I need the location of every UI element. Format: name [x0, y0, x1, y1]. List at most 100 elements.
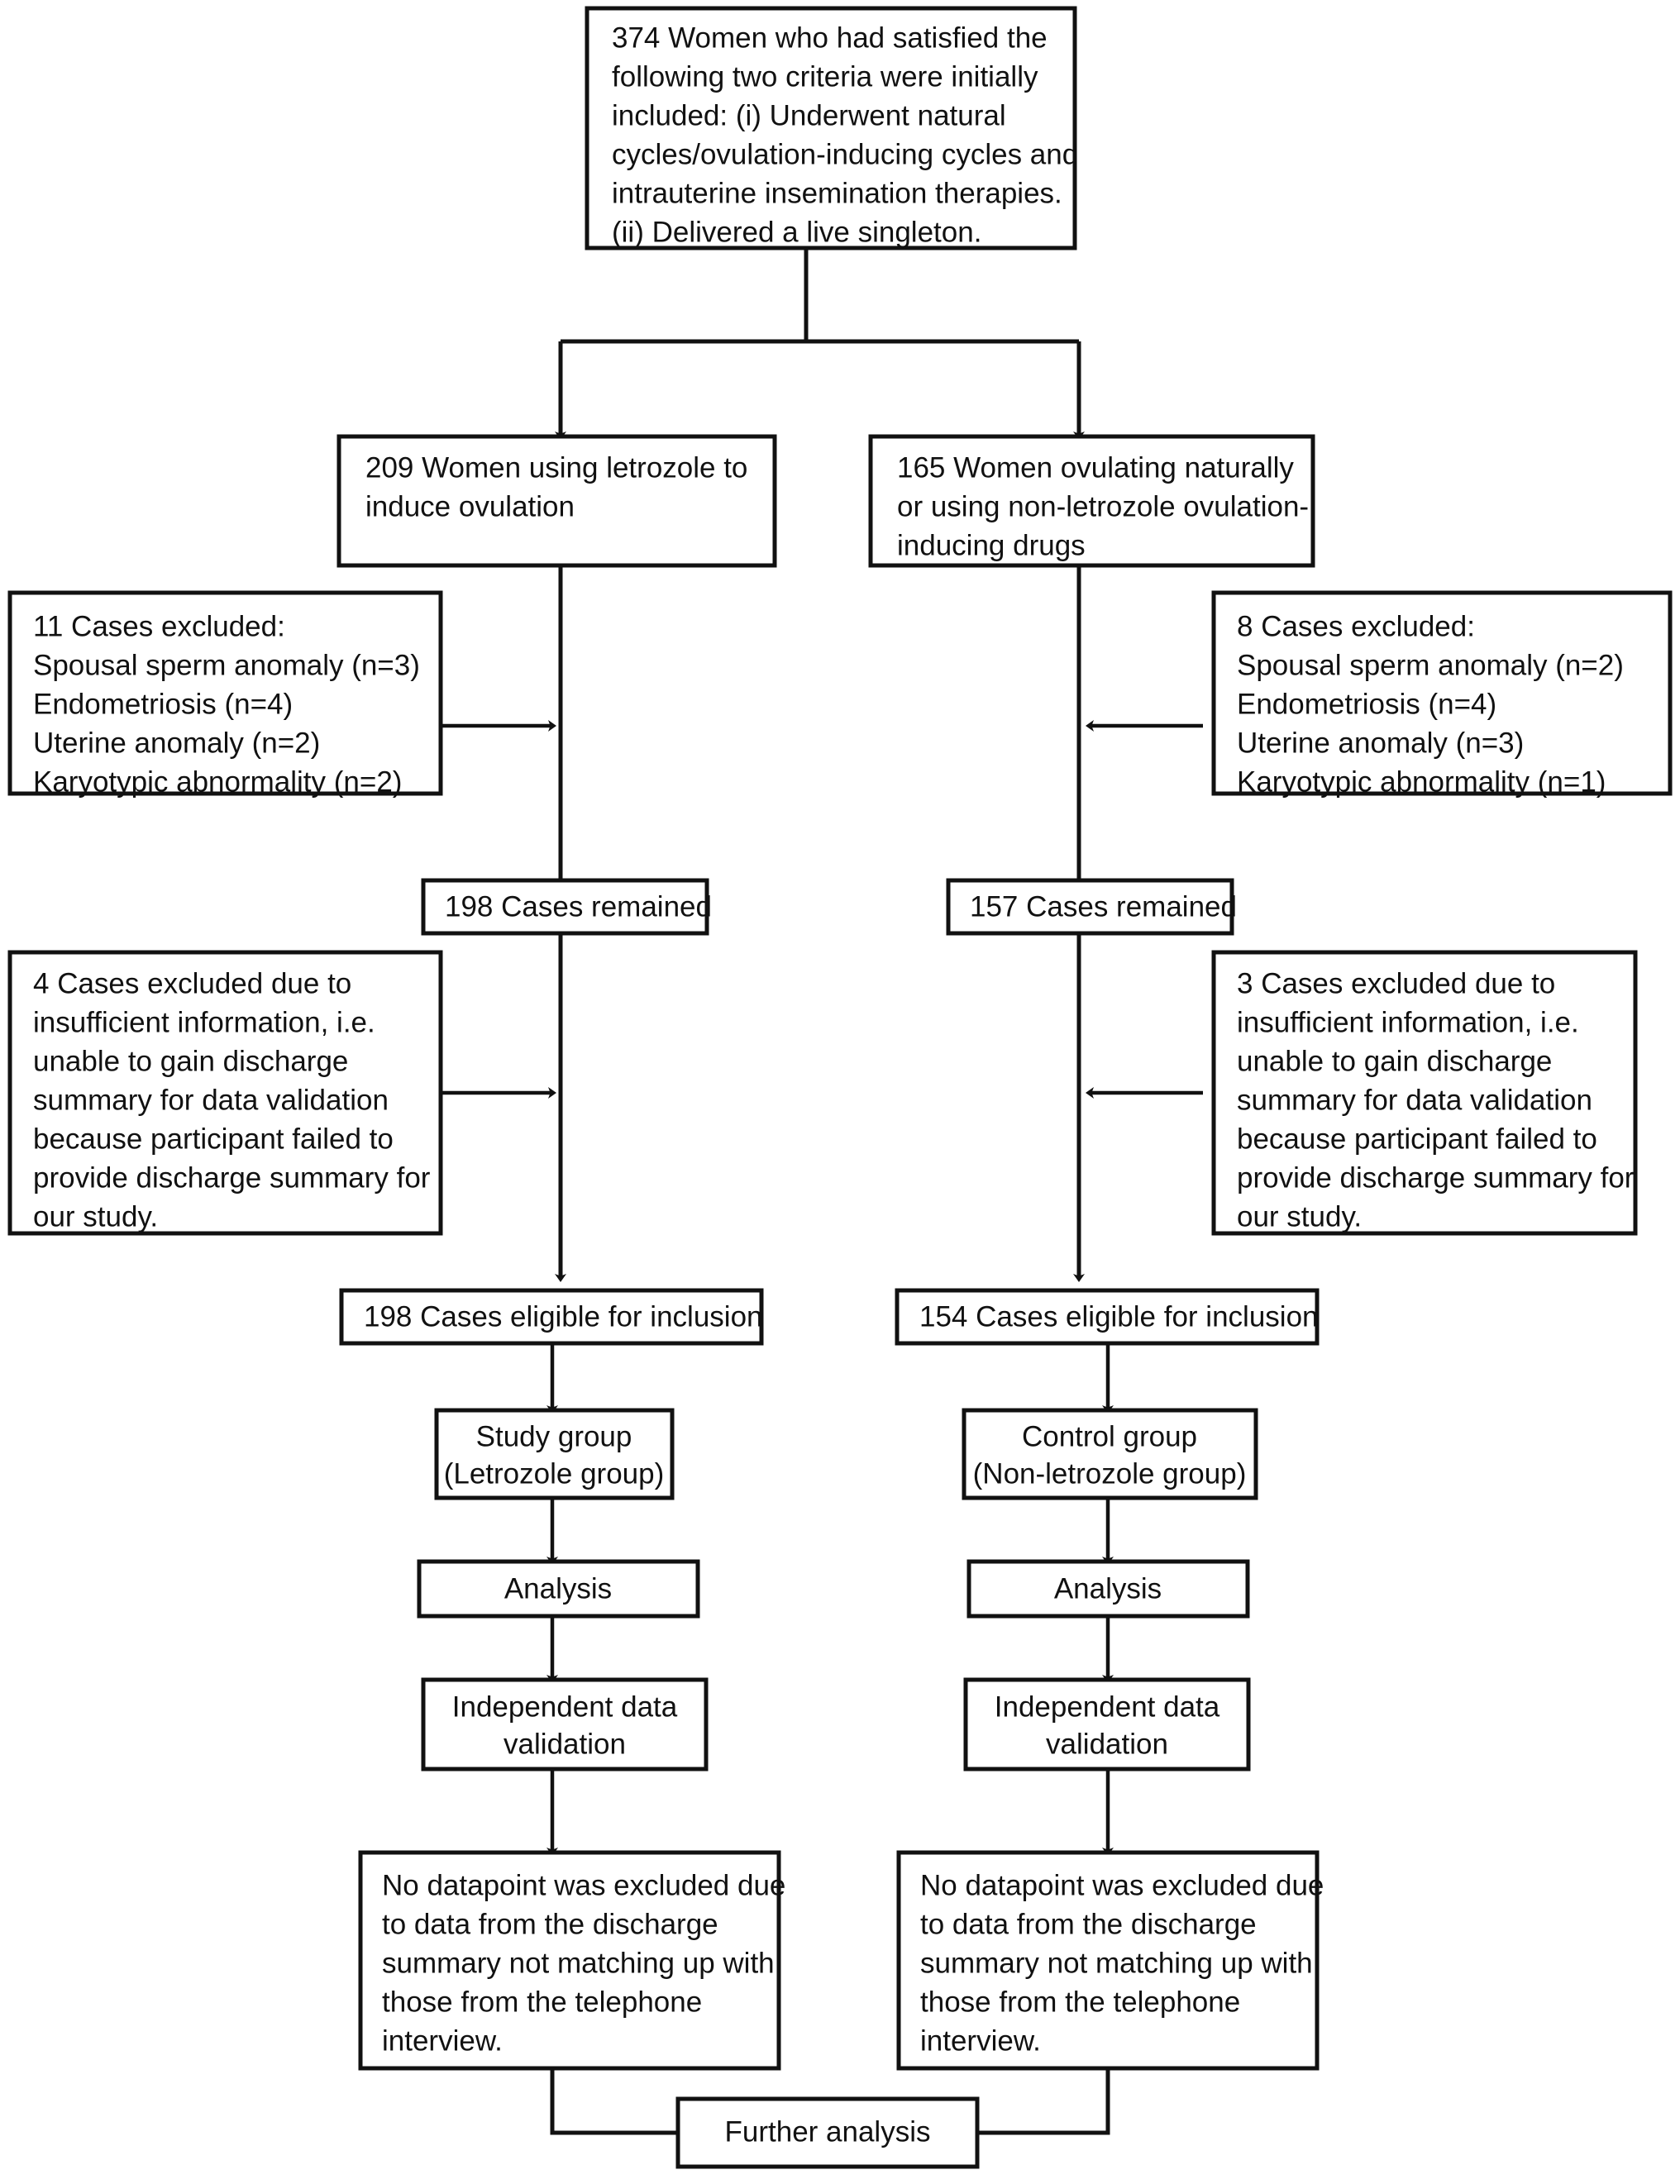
node-line: 8 Cases excluded:: [1237, 610, 1475, 642]
node-box: [962, 1408, 1258, 1500]
node-line: Analysis: [1054, 1572, 1162, 1605]
node-line: included: (i) Underwent natural: [612, 99, 1006, 131]
node-line: Independent data: [995, 1690, 1220, 1723]
node-right-cases-remained: 157 Cases remained: [946, 878, 1237, 936]
node-line: 11 Cases excluded:: [33, 610, 285, 642]
node-line: summary not matching up with: [382, 1947, 775, 1979]
node-line: validation: [1046, 1728, 1168, 1760]
node-box: [895, 1288, 1320, 1346]
node-line: unable to gain discharge: [33, 1045, 348, 1077]
node-non-letrozole-arm: 165 Women ovulating naturally or using n…: [868, 434, 1315, 568]
node-line: (Non-letrozole group): [973, 1457, 1247, 1490]
node-line: summary for data validation: [1237, 1084, 1592, 1116]
node-box: [336, 434, 777, 568]
node-line: inducing drugs: [897, 529, 1086, 561]
node-left-independent-validation: Independent data validation: [421, 1677, 709, 1772]
node-right-cases-eligible: 154 Cases eligible for inclusion: [895, 1288, 1320, 1346]
node-box: [896, 1850, 1320, 2071]
node-line: to data from the discharge: [382, 1908, 718, 1940]
node-box: [963, 1677, 1251, 1772]
node-line: provide discharge summary for: [1237, 1161, 1635, 1194]
node-line: Karyotypic abnormality (n=1): [1237, 765, 1606, 798]
node-left-exclusions-information: 4 Cases excluded due to insufficient inf…: [7, 950, 443, 1236]
node-box: [417, 1559, 700, 1619]
node-box: [434, 1408, 675, 1500]
node-box: [7, 950, 443, 1236]
node-box: [868, 434, 1315, 568]
node-line: because participant failed to: [1237, 1123, 1597, 1155]
node-box: [1211, 950, 1638, 1236]
node-line: to data from the discharge: [920, 1908, 1257, 1940]
node-line: insufficient information, i.e.: [33, 1006, 375, 1038]
node-line: or using non-letrozole ovulation-: [897, 490, 1309, 522]
node-box: [339, 1288, 764, 1346]
node-line: Spousal sperm anomaly (n=3): [33, 649, 420, 681]
node-left-cases-remained: 198 Cases remained: [421, 878, 712, 936]
node-right-exclusions-clinical: 8 Cases excluded: Spousal sperm anomaly …: [1211, 590, 1673, 798]
node-line: Endometriosis (n=4): [33, 688, 293, 720]
node-left-analysis: Analysis: [417, 1559, 700, 1619]
node-line: summary for data validation: [33, 1084, 389, 1116]
node-box: [7, 590, 443, 796]
node-line: our study.: [33, 1200, 158, 1233]
node-line: (ii) Delivered a live singleton.: [612, 216, 981, 248]
node-further-analysis: Further analysis: [675, 2096, 980, 2169]
node-line: Spousal sperm anomaly (n=2): [1237, 649, 1624, 681]
node-box: [675, 2096, 980, 2169]
node-box: [421, 1677, 709, 1772]
node-line: insufficient information, i.e.: [1237, 1006, 1579, 1038]
node-line: Independent data: [452, 1690, 678, 1723]
node-line: our study.: [1237, 1200, 1362, 1233]
node-line: interview.: [920, 2024, 1041, 2057]
node-line: 165 Women ovulating naturally: [897, 451, 1294, 484]
node-line: Endometriosis (n=4): [1237, 688, 1496, 720]
node-line: because participant failed to: [33, 1123, 394, 1155]
connector-right-to-further: [977, 2068, 1110, 2135]
node-line: following two criteria were initially: [612, 60, 1038, 93]
node-letrozole-arm: 209 Women using letrozole to induce ovul…: [336, 434, 777, 568]
node-line: 198 Cases remained: [445, 890, 712, 923]
node-line: validation: [504, 1728, 626, 1760]
node-control-group: Control group (Non-letrozole group): [962, 1408, 1258, 1500]
node-line: 154 Cases eligible for inclusion: [919, 1300, 1319, 1333]
node-line: summary not matching up with: [920, 1947, 1313, 1979]
node-line: No datapoint was excluded due: [382, 1869, 785, 1901]
node-box: [358, 1850, 781, 2071]
node-right-independent-validation: Independent data validation: [963, 1677, 1251, 1772]
node-right-no-datapoint-excluded: No datapoint was excluded due to data fr…: [896, 1850, 1324, 2071]
node-left-exclusions-clinical: 11 Cases excluded: Spousal sperm anomaly…: [7, 590, 443, 798]
node-line: Uterine anomaly (n=3): [1237, 727, 1524, 759]
node-line: 3 Cases excluded due to: [1237, 967, 1555, 999]
node-right-exclusions-information: 3 Cases excluded due to insufficient inf…: [1211, 950, 1638, 1236]
node-line: those from the telephone: [920, 1986, 1240, 2018]
node-line: 4 Cases excluded due to: [33, 967, 351, 999]
node-line: Uterine anomaly (n=2): [33, 727, 320, 759]
node-line: 198 Cases eligible for inclusion: [364, 1300, 763, 1333]
node-line: 157 Cases remained: [970, 890, 1237, 923]
node-line: No datapoint was excluded due: [920, 1869, 1324, 1901]
node-line: interview.: [382, 2024, 503, 2057]
node-line: those from the telephone: [382, 1986, 702, 2018]
node-line: Analysis: [504, 1572, 612, 1605]
node-line: Control group: [1022, 1420, 1197, 1452]
node-line: Further analysis: [725, 2115, 931, 2148]
node-line: induce ovulation: [365, 490, 575, 522]
node-line: provide discharge summary for: [33, 1161, 431, 1194]
node-line: intrauterine insemination therapies.: [612, 177, 1062, 209]
node-box: [585, 6, 1077, 250]
node-study-group: Study group (Letrozole group): [434, 1408, 675, 1500]
node-left-cases-eligible: 198 Cases eligible for inclusion: [339, 1288, 764, 1346]
node-line: cycles/ovulation-inducing cycles and: [612, 138, 1078, 170]
node-box: [966, 1559, 1250, 1619]
node-line: Karyotypic abnormality (n=2): [33, 765, 402, 798]
node-left-no-datapoint-excluded: No datapoint was excluded due to data fr…: [358, 1850, 785, 2071]
connector-left-to-further: [550, 2068, 680, 2135]
node-line: Study group: [476, 1420, 632, 1452]
node-box: [421, 878, 709, 936]
node-line: unable to gain discharge: [1237, 1045, 1552, 1077]
node-line: (Letrozole group): [444, 1457, 665, 1490]
node-box: [1211, 590, 1673, 796]
node-line: 374 Women who had satisfied the: [612, 21, 1048, 54]
